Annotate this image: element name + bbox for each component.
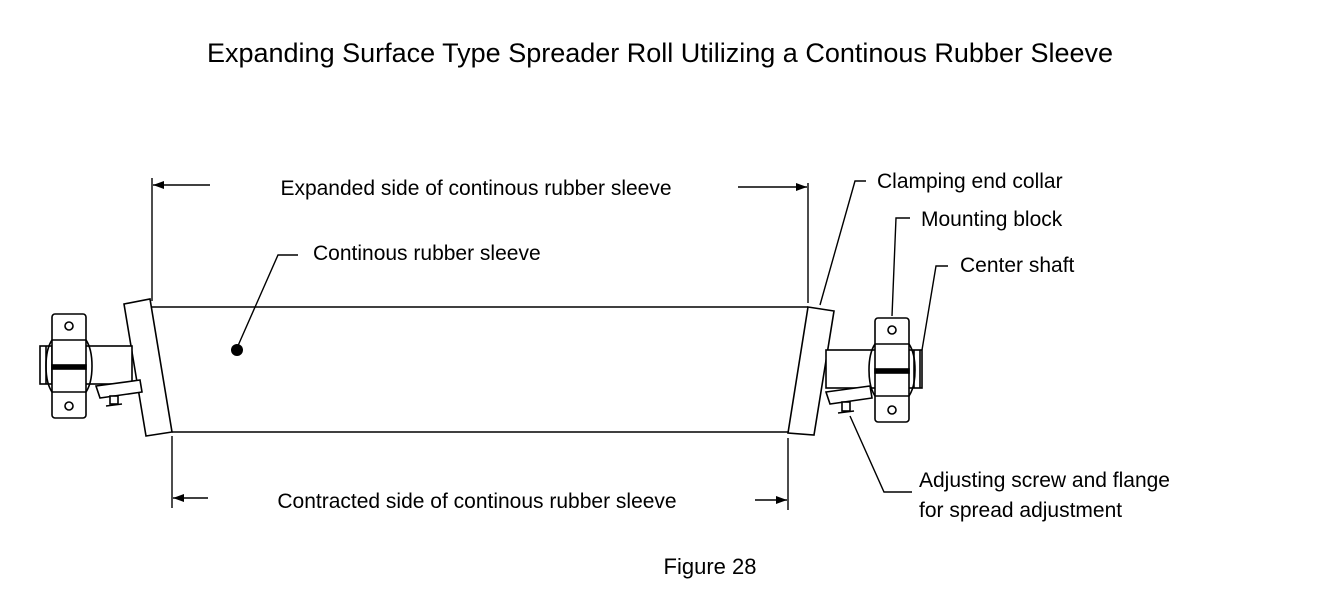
arrow-contracted-left (173, 494, 184, 502)
dimension-lines (151, 178, 809, 510)
roll-drawing (39, 298, 923, 437)
mounting-block-leader (891, 217, 910, 317)
label-adjusting-screw-line1: Adjusting screw and flange (919, 469, 1170, 492)
adjusting-screw-leader (849, 415, 912, 493)
left-mounting-block (45, 313, 93, 419)
arrow-expanded-right (796, 183, 807, 191)
arrow-expanded-left (153, 181, 164, 189)
label-clamping-collar: Clamping end collar (877, 170, 1063, 193)
rubber-sleeve-body (150, 306, 808, 433)
leader-lines (236, 180, 948, 493)
label-center-shaft: Center shaft (960, 254, 1075, 277)
label-mounting-block: Mounting block (921, 208, 1063, 231)
diagram-title: Expanding Surface Type Spreader Roll Uti… (207, 38, 1113, 68)
sleeve-leader (236, 254, 298, 349)
figure-caption: Figure 28 (664, 554, 757, 579)
label-rubber-sleeve: Continous rubber sleeve (313, 242, 541, 265)
center-shaft-leader (921, 265, 948, 351)
sleeve-marker-dot (231, 344, 243, 356)
right-adjusting-flange (824, 385, 873, 414)
right-clamping-collar (787, 306, 835, 436)
dimension-arrows (153, 181, 807, 504)
collar-leader (819, 180, 866, 306)
left-adjusting-flange (94, 379, 143, 407)
right-mounting-block (868, 317, 916, 423)
arrow-contracted-right (776, 496, 787, 504)
label-adjusting-screw-line2: for spread adjustment (919, 499, 1122, 522)
label-contracted-side: Contracted side of continous rubber slee… (277, 490, 676, 513)
label-expanded-side: Expanded side of continous rubber sleeve (280, 177, 671, 200)
